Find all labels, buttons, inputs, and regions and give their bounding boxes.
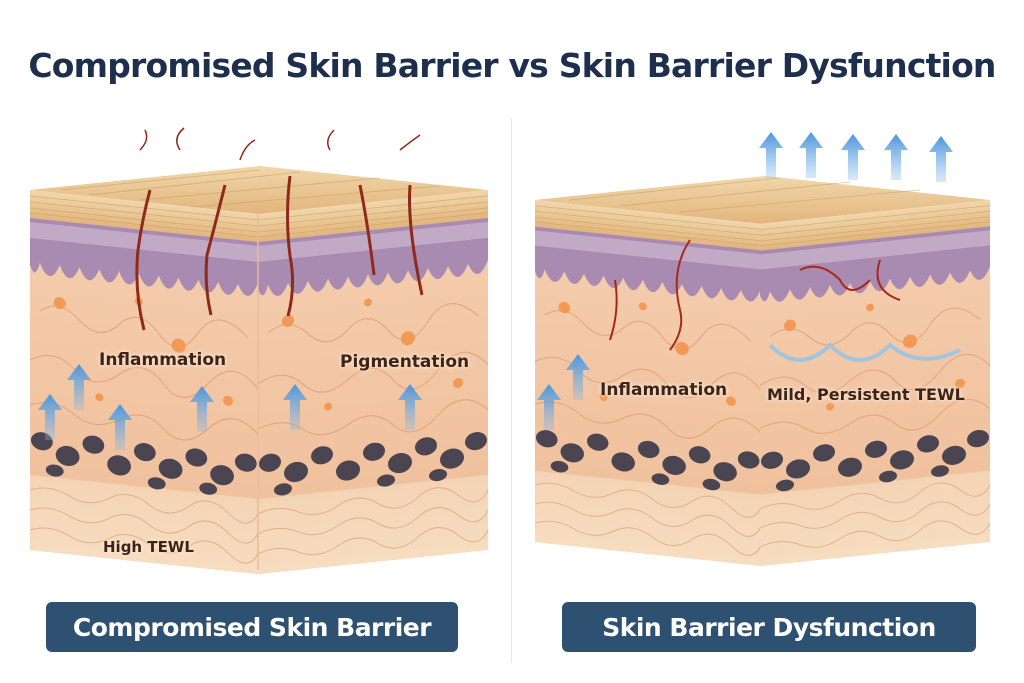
pigmentation-label: Pigmentation: [340, 352, 470, 372]
skin-surface: [30, 166, 488, 214]
arrow-up-icon: [841, 134, 865, 180]
page-title: Compromised Skin Barrier vs Skin Barrier…: [28, 46, 996, 85]
arrow-up-icon: [799, 132, 823, 178]
compromised-skin-block: [29, 127, 489, 575]
dysfunction-skin-block: [534, 132, 991, 567]
side-cross-section: [759, 199, 991, 567]
high-tewl-label: High TEWL: [103, 538, 194, 556]
arrow-up-icon: [929, 136, 953, 182]
panel-divider: [511, 118, 512, 663]
skin-barrier-dysfunction-label: Skin Barrier Dysfunction: [562, 602, 976, 652]
inflammation-label: Inflammation: [600, 380, 728, 400]
inflammation-label: Inflammation: [99, 350, 227, 370]
mild-persistent-tewl-label: Mild, Persistent TEWL: [767, 385, 965, 404]
front-cross-section: [29, 189, 259, 575]
tewl-flow: [768, 342, 961, 362]
side-cross-section: [257, 189, 489, 575]
crack-lines: [135, 127, 424, 331]
compromised-skin-barrier-label: Compromised Skin Barrier: [46, 602, 458, 652]
arrow-up-icon: [759, 132, 783, 178]
arrow-up-icon: [884, 134, 908, 180]
